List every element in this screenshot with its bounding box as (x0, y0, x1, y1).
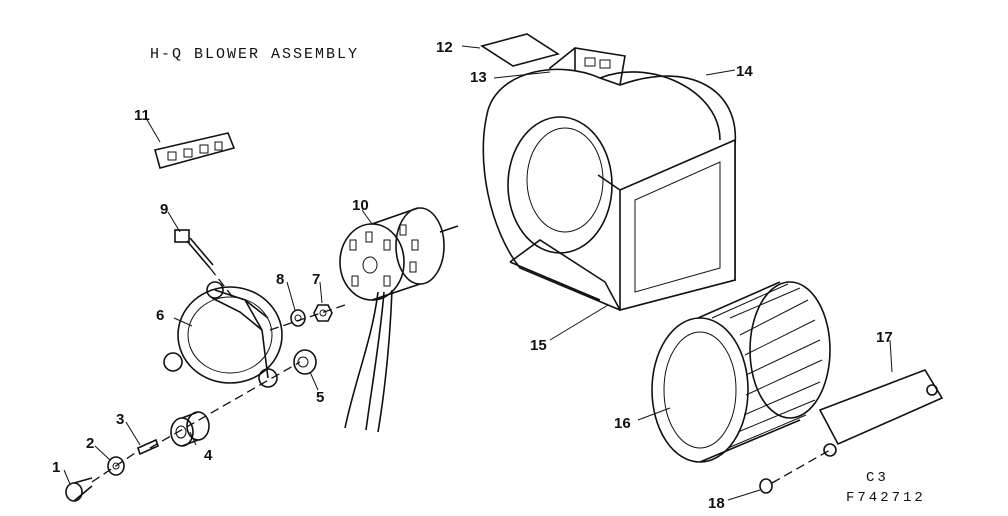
part-cover-plate (480, 33, 560, 67)
callout-6: 6 (156, 307, 164, 324)
part-cutoff-plate (818, 369, 944, 457)
leader-lines (63, 45, 893, 501)
callout-10: 10 (352, 197, 369, 214)
part-washer-2 (107, 456, 125, 476)
callout-3: 3 (116, 411, 124, 428)
callout-14: 14 (736, 63, 753, 80)
part-grommet (293, 349, 317, 375)
callout-15: 15 (530, 337, 547, 354)
callout-16: 16 (614, 415, 631, 432)
part-motor (339, 207, 459, 433)
part-nut-7 (313, 304, 333, 322)
diagram-title: H-Q BLOWER ASSEMBLY (150, 46, 360, 63)
callout-17: 17 (876, 329, 893, 346)
part-blower-wheel (651, 281, 831, 463)
part-bushing (170, 411, 210, 447)
callout-12: 12 (436, 39, 453, 56)
part-washer-8 (290, 309, 306, 327)
callout-9: 9 (160, 201, 168, 218)
callout-1: 1 (52, 459, 60, 476)
part-pin (137, 438, 159, 456)
part-blower-housing (482, 68, 737, 312)
callout-18: 18 (708, 495, 725, 512)
part-cap (65, 477, 93, 502)
part-screw-18 (759, 449, 831, 494)
part-motor-mount (163, 281, 283, 388)
assembly-lines (91, 267, 346, 483)
corner-code: C3 (866, 470, 889, 486)
callout-2: 2 (86, 435, 94, 452)
callout-8: 8 (276, 271, 284, 288)
callout-11: 11 (134, 107, 150, 124)
callout-7: 7 (312, 271, 320, 288)
part-mount-screw (174, 229, 214, 269)
figure-code: F742712 (846, 490, 926, 506)
part-terminal-plate (154, 132, 236, 169)
callout-4: 4 (204, 447, 213, 464)
callout-5: 5 (316, 389, 324, 406)
callout-13: 13 (470, 69, 487, 86)
